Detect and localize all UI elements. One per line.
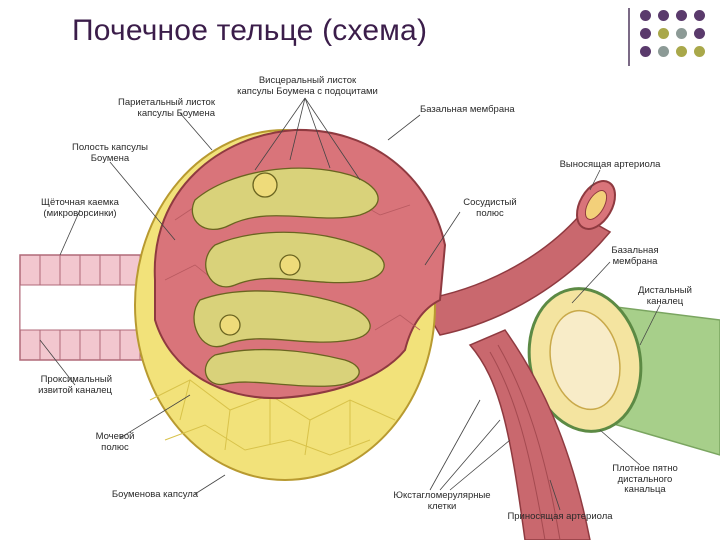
page-title: Почечное тельце (схема) (72, 14, 428, 47)
afferent-arteriole (468, 329, 591, 540)
decorative-dot (640, 46, 651, 57)
decorative-dot (676, 28, 687, 39)
label-jg-cells: Юкстагломерулярные клетки (393, 490, 491, 512)
decorative-dot (676, 46, 687, 57)
label-efferent-arteriole: Выносящая артериола (559, 159, 661, 170)
label-afferent-arteriole: Приносящая артериола (507, 511, 613, 522)
label-macula-densa: Плотное пятно дистального канальца (612, 463, 678, 495)
decorative-dot (676, 10, 687, 21)
glomerulus (191, 167, 385, 387)
label-urinary-pole: Мочевой полюс (95, 431, 135, 453)
decorative-dot (694, 46, 705, 57)
leader-lines (39, 97, 661, 511)
decorative-dot (640, 28, 651, 39)
decorative-dot (658, 28, 669, 39)
label-brush-border: Щёточная каемка (микроворсинки) (41, 197, 119, 219)
label-proximal-tubule: Проксимальный извитой каналец (38, 374, 112, 396)
decorative-dot (694, 10, 705, 21)
decorative-dot (694, 28, 705, 39)
label-visceral-layer: Висцеральный листок капсулы Боумена с по… (237, 75, 378, 97)
label-distal-tubule: Дистальный каналец (638, 285, 692, 307)
label-basement-membrane-1: Базальная мембрана (420, 104, 515, 115)
label-bowman-capsule: Боуменова капсула (111, 489, 199, 500)
label-parietal-layer: Париетальный листок капсулы Боумена (118, 97, 215, 119)
label-vascular-pole: Сосудистый полюс (463, 197, 517, 219)
decorative-dot-grid (640, 10, 712, 64)
label-basement-membrane-2: Базальная мембрана (611, 245, 659, 267)
label-capsule-cavity: Полость капсулы Боумена (72, 142, 148, 164)
decorative-dot (658, 46, 669, 57)
decorative-dot (658, 10, 669, 21)
efferent-arteriole (418, 180, 616, 336)
title-divider (628, 8, 630, 66)
decorative-dot (640, 10, 651, 21)
